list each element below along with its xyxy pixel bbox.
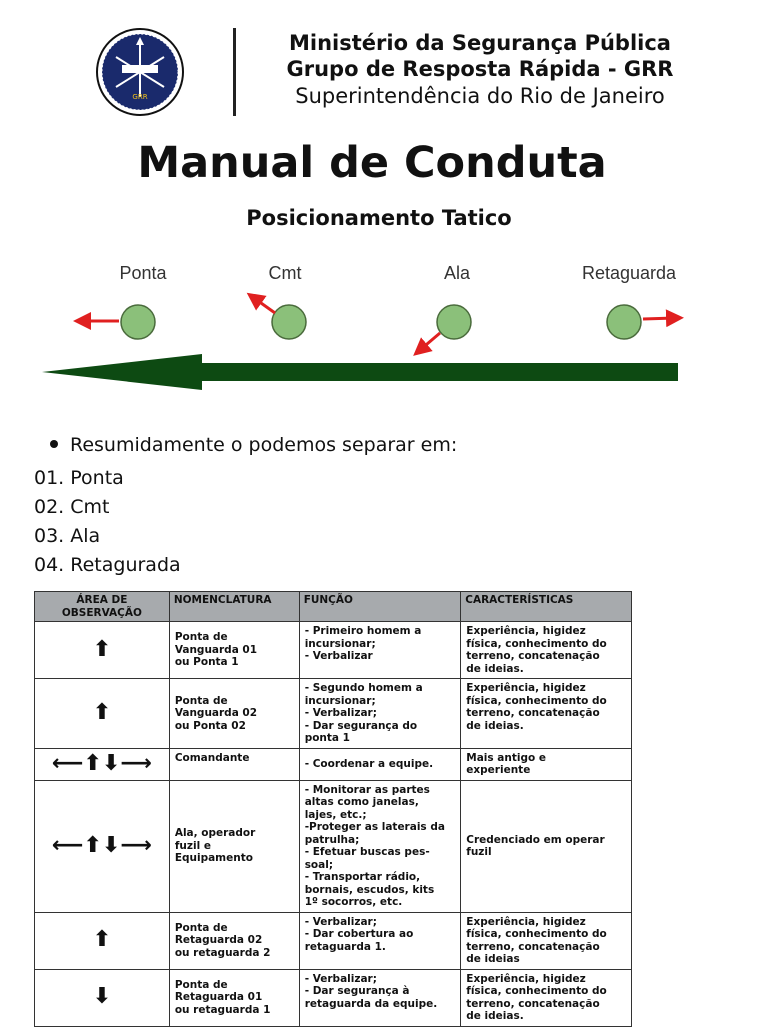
arrow-ala-icon — [413, 331, 441, 356]
table-row: ⬇ Ponta de Retaguarda 01 ou retaguarda 1… — [34, 968, 632, 1027]
org-line-1: Ministério da Segurança Pública — [289, 31, 671, 55]
page-title: Manual de Conduta — [137, 138, 607, 188]
header-caracteristicas: CARACTERÍSTICAS — [460, 591, 632, 622]
summary-bullet: Resumidamente o podemos separar em: — [50, 434, 457, 456]
cell-funcao: - Coordenar a equipe. — [298, 747, 462, 781]
header-divider — [233, 28, 236, 116]
table-row: ⟵⬆⬇⟶ Ala, operador fuzil e Equipamento -… — [34, 779, 632, 913]
cell-caracteristicas: Mais antigo e experiente — [460, 747, 632, 781]
bullet-dot — [50, 439, 58, 448]
cell-nomenclatura: Ala, operador fuzil e Equipamento — [168, 779, 300, 913]
cell-nomenclatura: Ponta de Vanguarda 01 ou Ponta 1 — [168, 621, 300, 679]
position-retaguarda — [606, 304, 642, 340]
cell-caracteristicas: Experiência, higidez física, conheciment… — [460, 968, 632, 1027]
list-item: 03. Ala — [34, 525, 101, 547]
area-arrows-icon: ⟵⬆⬇⟶ — [34, 747, 170, 781]
cell-nomenclatura: Ponta de Vanguarda 02 ou Ponta 02 — [168, 678, 300, 749]
area-arrow-icon: ⬇ — [34, 968, 170, 1027]
org-line-2: Grupo de Resposta Rápida - GRR — [286, 57, 674, 81]
table-row: ⬆ Ponta de Vanguarda 02 ou Ponta 02 - Se… — [34, 678, 632, 749]
cell-funcao: - Verbalizar; - Dar segurança à retaguar… — [298, 968, 462, 1027]
header-nomenclatura: NOMENCLATURA — [168, 591, 300, 622]
cell-funcao: - Verbalizar; - Dar cobertura ao retagua… — [298, 911, 462, 970]
position-ala — [436, 304, 472, 340]
grr-logo: GRR — [96, 28, 184, 116]
area-arrow-icon: ⬆ — [34, 911, 170, 970]
area-arrow-icon: ⬆ — [34, 678, 170, 749]
table-header-row: ÁREA DE OBSERVAÇÃO NOMENCLATURA FUNÇÃO C… — [34, 591, 632, 622]
logo-text: GRR — [132, 93, 147, 101]
label-retaguarda: Retaguarda — [582, 263, 677, 283]
table-row: ⬆ Ponta de Retaguarda 02 ou retaguarda 2… — [34, 911, 632, 970]
cell-nomenclatura: Ponta de Retaguarda 01 ou retaguarda 1 — [168, 968, 300, 1027]
cell-funcao: - Segundo homem a incursionar; - Verbali… — [298, 678, 462, 749]
area-arrow-icon: ⬆ — [34, 621, 170, 679]
cell-nomenclatura: Ponta de Retaguarda 02 ou retaguarda 2 — [168, 911, 300, 970]
list-item: 04. Retagurada — [34, 554, 181, 576]
bullet-text: Resumidamente o podemos separar em: — [70, 434, 458, 456]
arrow-retaguarda-icon — [642, 309, 684, 328]
arrow-cmt-icon — [246, 292, 276, 315]
direction-arrow-icon — [42, 354, 678, 390]
page-subtitle: Posicionamento Tatico — [246, 206, 512, 230]
position-ponta — [120, 304, 156, 340]
table-row: ⟵⬆⬇⟶ Comandante - Coordenar a equipe. Ma… — [34, 747, 632, 781]
label-cmt: Cmt — [269, 263, 302, 283]
document-header: GRR Ministério da Segurança Pública Grup… — [0, 0, 768, 125]
cell-caracteristicas: Credenciado em operar fuzil — [460, 779, 632, 913]
cell-funcao: - Primeiro homem a incursionar; - Verbal… — [298, 621, 462, 679]
list-item: 02. Cmt — [34, 496, 110, 518]
organization-block: Ministério da Segurança Pública Grupo de… — [250, 30, 710, 110]
label-ala: Ala — [444, 263, 471, 283]
header-funcao: FUNÇÃO — [298, 591, 462, 622]
header-area: ÁREA DE OBSERVAÇÃO — [34, 591, 170, 622]
cell-funcao: - Monitorar as partes altas como janelas… — [298, 779, 462, 913]
position-list: 01. Ponta 02. Cmt 03. Ala 04. Retagurada — [34, 464, 181, 580]
tactical-position-diagram: Ponta Cmt Ala Retaguarda — [42, 263, 684, 390]
label-ponta: Ponta — [119, 263, 167, 283]
cell-nomenclatura: Comandante — [168, 747, 300, 781]
area-arrows-icon: ⟵⬆⬇⟶ — [34, 779, 170, 913]
list-item: 01. Ponta — [34, 467, 124, 489]
org-line-3: Superintendência do Rio de Janeiro — [295, 84, 665, 108]
table-row: ⬆ Ponta de Vanguarda 01 ou Ponta 1 - Pri… — [34, 621, 632, 679]
position-cmt — [271, 304, 307, 340]
cell-caracteristicas: Experiência, higidez física, conheciment… — [460, 621, 632, 679]
cell-caracteristicas: Experiência, higidez física, conheciment… — [460, 678, 632, 749]
roles-table: ÁREA DE OBSERVAÇÃO NOMENCLATURA FUNÇÃO C… — [34, 591, 632, 1027]
cell-caracteristicas: Experiência, higidez física, conheciment… — [460, 911, 632, 970]
